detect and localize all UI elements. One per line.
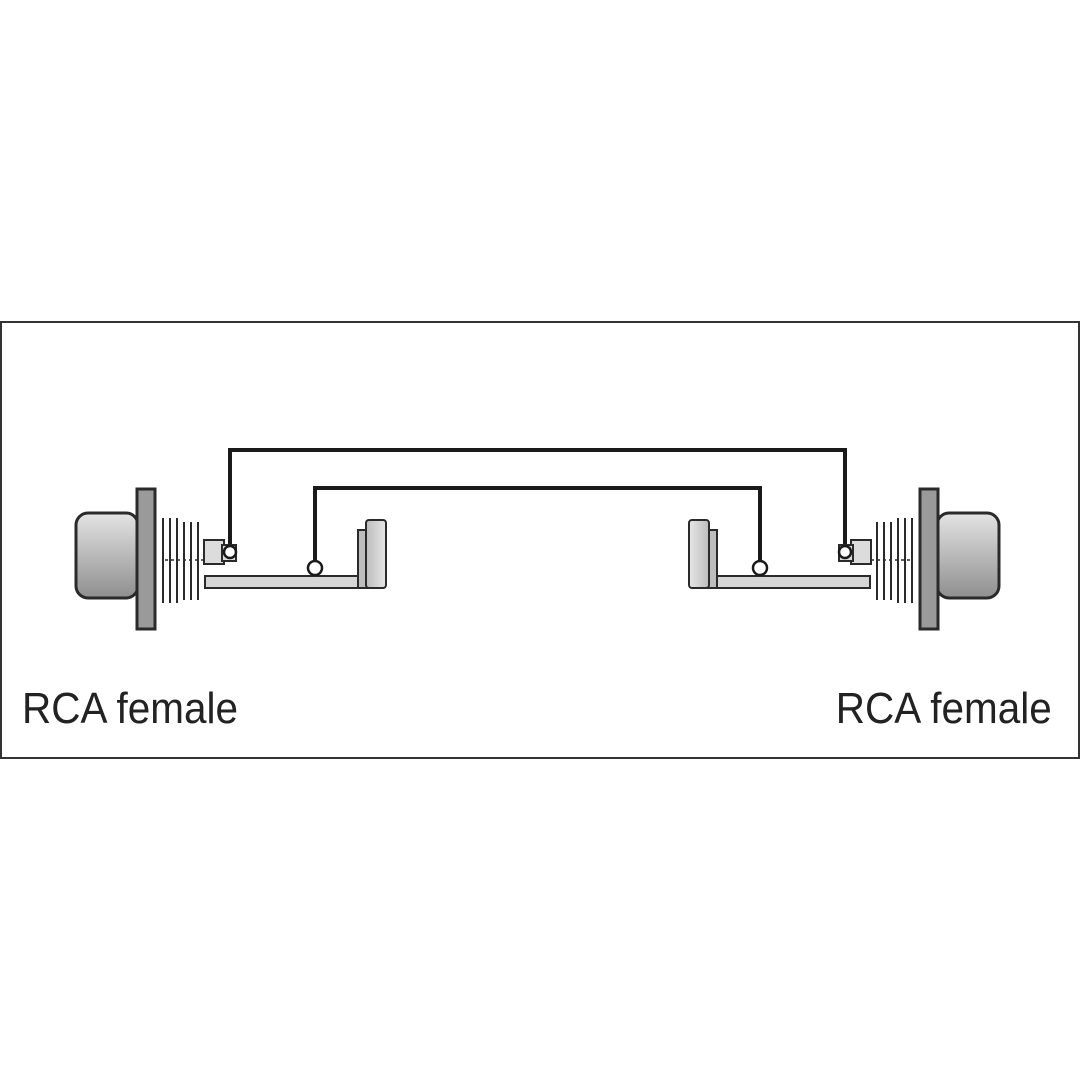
outer-wire (228, 448, 847, 552)
right-rca-connector (688, 487, 1001, 631)
right-connector-label: RCA female (836, 684, 1052, 733)
rca-female-connector-icon (688, 487, 1001, 631)
diagram-frame (0, 321, 1080, 759)
left-rca-connector (74, 487, 387, 631)
left-connector-label: RCA female (22, 684, 238, 733)
inner-wire (313, 486, 762, 566)
rca-female-connector-icon (74, 487, 387, 631)
